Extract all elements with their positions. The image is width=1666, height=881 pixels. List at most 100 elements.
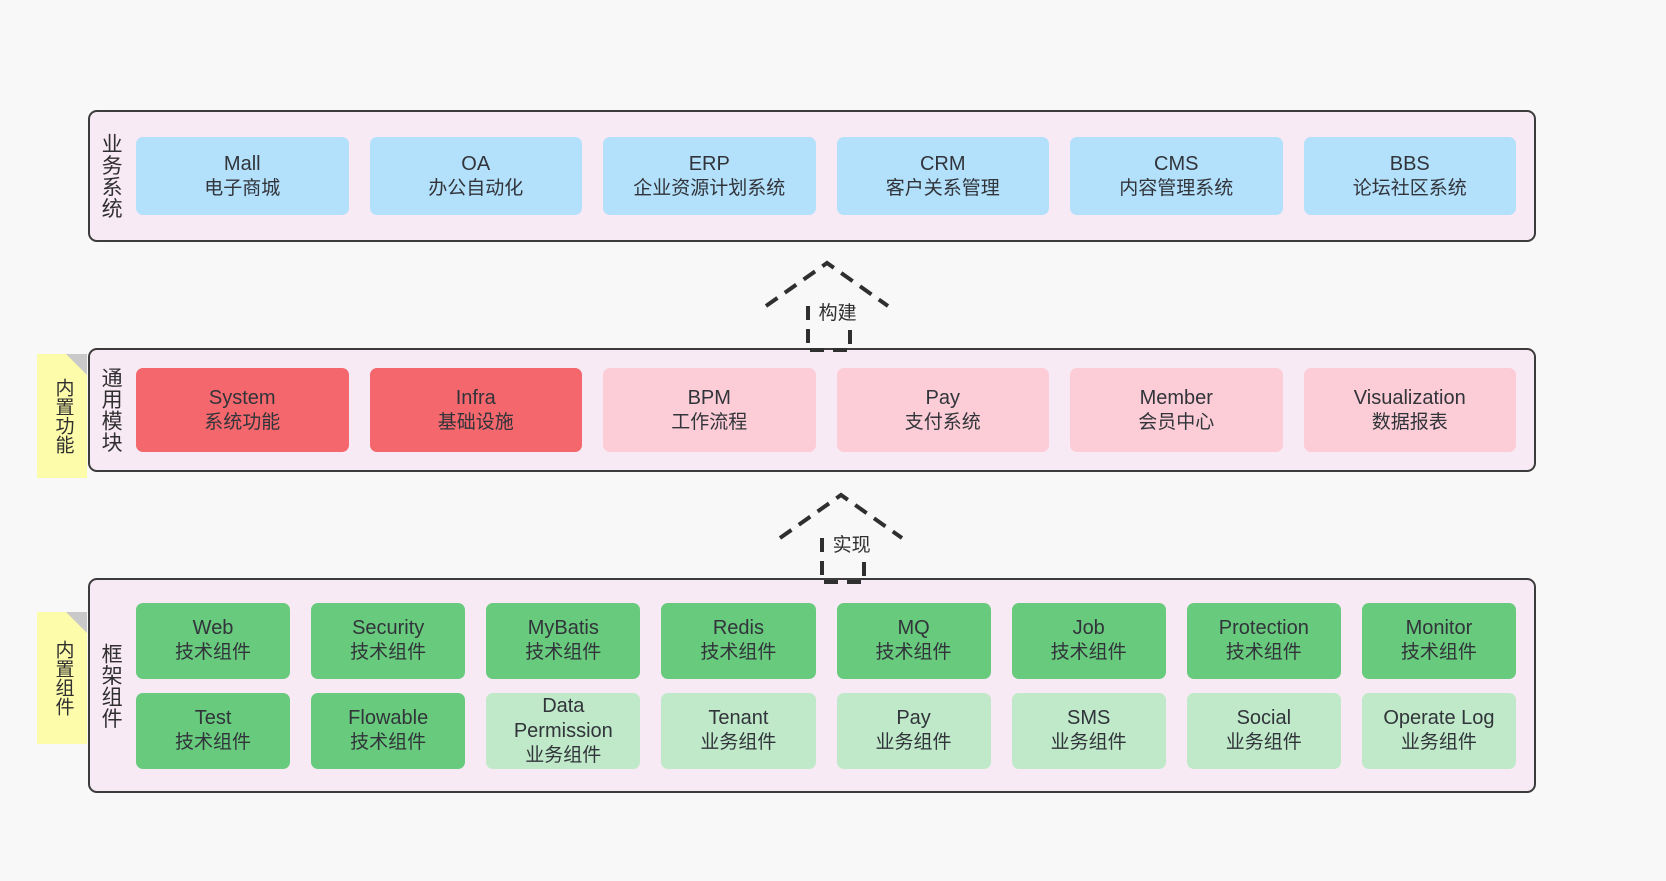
- card-title-cn: 技术组件: [175, 642, 252, 664]
- sticky-note-builtin-components: 内置组件: [37, 612, 87, 744]
- card-title-cn: 业务组件: [1050, 732, 1127, 754]
- card-title-en: BBS: [1389, 152, 1430, 175]
- card-title-en: CRM: [919, 152, 966, 175]
- card-title-en: SMS: [1067, 707, 1111, 730]
- sticky-fold-corner-icon: [66, 612, 87, 633]
- card-row: System 系统功能 Infra 基础设施 BPM 工作流程 Pay 支付系统…: [136, 368, 1516, 452]
- layer-common-modules: 通用模块 System 系统功能 Infra 基础设施 BPM 工作流程 Pay…: [88, 348, 1536, 472]
- card-title-cn: 会员中心: [1138, 411, 1215, 433]
- card-title-en: Job: [1072, 617, 1105, 640]
- card-bbs[interactable]: BBS 论坛社区系统: [1303, 137, 1516, 215]
- card-title-en: Infra: [455, 386, 496, 409]
- card-title-en: Test: [194, 707, 232, 730]
- card-protection[interactable]: Protection 技术组件: [1186, 602, 1341, 679]
- card-test[interactable]: Test 技术组件: [136, 692, 291, 769]
- relation-label-build: 构建: [817, 298, 858, 325]
- card-title-cn: 业务组件: [700, 732, 777, 754]
- card-title-cn: 电子商城: [204, 177, 281, 199]
- layer-body-common-modules: System 系统功能 Infra 基础设施 BPM 工作流程 Pay 支付系统…: [130, 350, 1534, 470]
- card-title-en: Data Permission: [513, 694, 613, 742]
- card-erp[interactable]: ERP 企业资源计划系统: [603, 137, 816, 215]
- card-oa[interactable]: OA 办公自动化: [369, 137, 582, 215]
- card-title-cn: 技术组件: [525, 642, 602, 664]
- card-title-cn: 技术组件: [700, 642, 777, 664]
- card-infra[interactable]: Infra 基础设施: [369, 368, 582, 452]
- card-title-en: Social: [1236, 707, 1292, 730]
- card-operate-log[interactable]: Operate Log 业务组件: [1361, 692, 1516, 769]
- card-job[interactable]: Job 技术组件: [1011, 602, 1166, 679]
- card-title-cn: 基础设施: [437, 411, 514, 433]
- card-row: Mall 电子商城 OA 办公自动化 ERP 企业资源计划系统 CRM 客户关系…: [136, 137, 1516, 215]
- card-mybatis[interactable]: MyBatis 技术组件: [486, 602, 641, 679]
- card-title-cn: 系统功能: [204, 411, 281, 433]
- card-system[interactable]: System 系统功能: [136, 368, 349, 452]
- card-title-en: Tenant: [708, 707, 769, 730]
- card-row: Test 技术组件 Flowable 技术组件 Data Permission …: [136, 692, 1516, 769]
- card-title-cn: 工作流程: [671, 411, 748, 433]
- layer-framework-components: 框架组件 Web 技术组件 Security 技术组件 MyBatis 技术组件…: [88, 578, 1536, 793]
- card-crm[interactable]: CRM 客户关系管理: [836, 137, 1049, 215]
- card-mq[interactable]: MQ 技术组件: [836, 602, 991, 679]
- card-title-en: Flowable: [348, 707, 429, 730]
- card-flowable[interactable]: Flowable 技术组件: [311, 692, 466, 769]
- card-visualization[interactable]: Visualization 数据报表: [1303, 368, 1516, 452]
- card-title-en: Visualization: [1353, 386, 1466, 409]
- card-title-en: Monitor: [1405, 617, 1473, 640]
- card-cms[interactable]: CMS 内容管理系统: [1070, 137, 1283, 215]
- layer-label-framework-components: 框架组件: [99, 642, 123, 729]
- card-title-cn: 技术组件: [350, 732, 427, 754]
- card-mall[interactable]: Mall 电子商城: [136, 137, 349, 215]
- card-member[interactable]: Member 会员中心: [1070, 368, 1283, 452]
- layer-body-framework-components: Web 技术组件 Security 技术组件 MyBatis 技术组件 Redi…: [130, 580, 1534, 791]
- card-title-en: Pay: [896, 707, 931, 730]
- card-title-cn: 技术组件: [875, 642, 952, 664]
- card-monitor[interactable]: Monitor 技术组件: [1361, 602, 1516, 679]
- card-title-en: OA: [461, 152, 491, 175]
- layer-business-systems: 业务系统 Mall 电子商城 OA 办公自动化 ERP 企业资源计划系统 CRM…: [88, 110, 1536, 242]
- card-title-en: Mall: [223, 152, 261, 175]
- card-sms[interactable]: SMS 业务组件: [1011, 692, 1166, 769]
- card-title-en: System: [208, 386, 276, 409]
- card-redis[interactable]: Redis 技术组件: [661, 602, 816, 679]
- card-title-cn: 技术组件: [1225, 642, 1302, 664]
- relation-arrow-build: 构建: [761, 258, 911, 354]
- card-title-en: CMS: [1154, 152, 1199, 175]
- card-title-en: Redis: [712, 617, 764, 640]
- layer-label-business-systems: 业务系统: [99, 133, 123, 219]
- card-security[interactable]: Security 技术组件: [311, 602, 466, 679]
- card-title-cn: 内容管理系统: [1119, 177, 1234, 199]
- arrow-head-hollow: [778, 492, 904, 540]
- card-bpm[interactable]: BPM 工作流程: [603, 368, 816, 452]
- card-title-cn: 技术组件: [1050, 642, 1127, 664]
- card-title-en: Protection: [1218, 617, 1309, 640]
- card-title-en: Member: [1139, 386, 1213, 409]
- card-title-cn: 业务组件: [1225, 732, 1302, 754]
- card-title-cn: 业务组件: [525, 744, 602, 766]
- card-social[interactable]: Social 业务组件: [1186, 692, 1341, 769]
- sticky-note-builtin-functions: 内置功能: [37, 354, 87, 478]
- card-pay-service[interactable]: Pay 业务组件: [836, 692, 991, 769]
- card-title-en: Operate Log: [1383, 707, 1495, 730]
- card-title-cn: 业务组件: [875, 732, 952, 754]
- sticky-note-label: 内置功能: [52, 378, 74, 454]
- card-title-cn: 支付系统: [904, 411, 981, 433]
- card-web[interactable]: Web 技术组件: [136, 602, 291, 679]
- card-title-cn: 业务组件: [1400, 732, 1477, 754]
- card-title-cn: 论坛社区系统: [1352, 177, 1467, 199]
- sticky-note-label: 内置组件: [52, 640, 74, 716]
- card-title-cn: 企业资源计划系统: [633, 177, 786, 199]
- card-pay[interactable]: Pay 支付系统: [836, 368, 1049, 452]
- relation-arrow-implement: 实现: [775, 490, 925, 586]
- card-data-permission[interactable]: Data Permission 业务组件: [486, 692, 641, 769]
- card-title-en: Pay: [925, 386, 960, 409]
- layer-label-common-modules: 通用模块: [99, 367, 123, 453]
- card-title-cn: 客户关系管理: [885, 177, 1000, 199]
- card-row: Web 技术组件 Security 技术组件 MyBatis 技术组件 Redi…: [136, 602, 1516, 679]
- sticky-fold-corner-icon: [66, 354, 87, 375]
- layer-body-business-systems: Mall 电子商城 OA 办公自动化 ERP 企业资源计划系统 CRM 客户关系…: [130, 112, 1534, 240]
- card-title-cn: 技术组件: [175, 732, 252, 754]
- card-title-cn: 技术组件: [1400, 642, 1477, 664]
- card-tenant[interactable]: Tenant 业务组件: [661, 692, 816, 769]
- card-title-cn: 数据报表: [1371, 411, 1448, 433]
- card-title-en: BPM: [687, 386, 731, 409]
